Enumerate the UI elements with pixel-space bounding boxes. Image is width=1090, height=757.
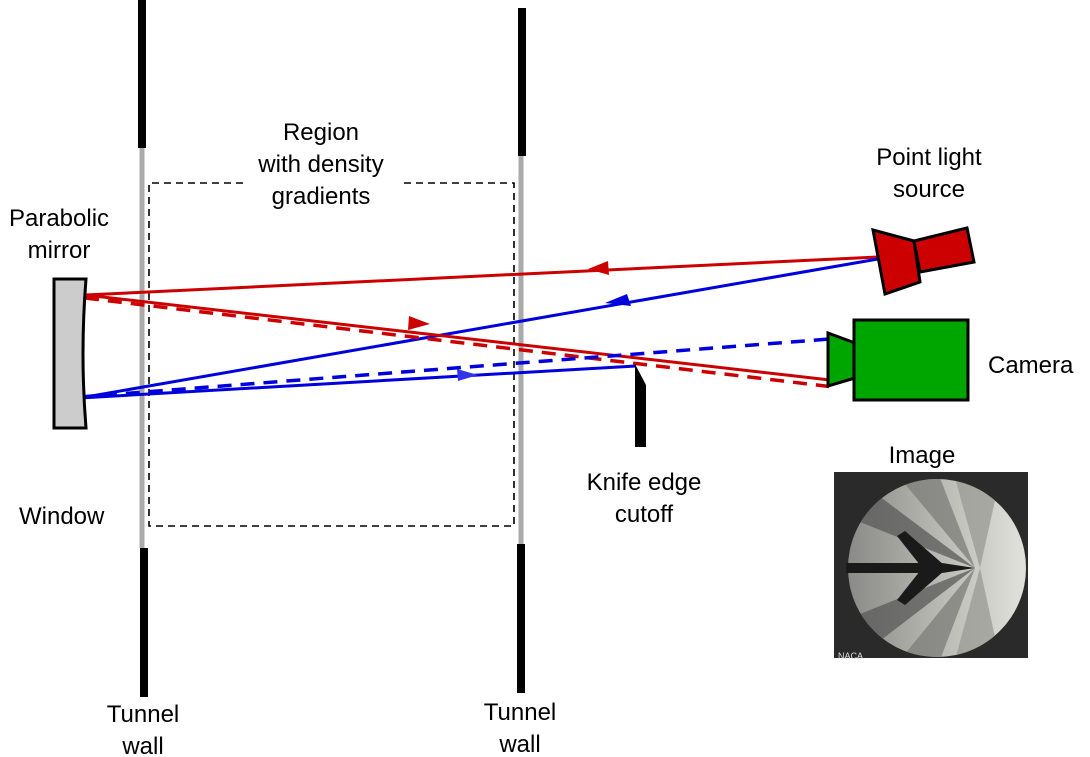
image-stamp: NACA [838,651,863,661]
light-rays [79,255,879,400]
region-label-line3: gradients [272,183,371,210]
left-wall-label-line2: wall [121,733,163,757]
knife-edge [635,364,646,447]
camera-label: Camera [988,352,1074,379]
right-wall-label-line1: Tunnel [484,699,557,726]
image-label: Image [889,442,956,469]
blue-deflected-ray [79,337,831,399]
mirror-label-line1: Parabolic [9,205,109,232]
model-wing-upper [897,531,944,565]
point-light-source [871,226,976,296]
red-incident-ray [84,255,879,297]
knife-edge-label-line2: cutoff [615,501,674,528]
blue-incident-ray [79,257,879,400]
camera-body [852,318,970,402]
density-gradient-region [148,182,515,527]
blue-reflected-arrow [457,369,478,381]
blue-incident-arrow [605,294,631,306]
blue-reflected-ray [79,364,637,400]
light-source-body [912,226,976,274]
mirror-label-line2: mirror [28,237,91,264]
red-reflected-arrow [408,316,430,330]
model-fuselage [846,563,975,573]
right-wall-label-line2: wall [498,731,540,757]
red-deflected-ray [84,296,830,389]
window-label: Window [19,503,105,530]
model-wing-lower [897,571,944,605]
region-label-line2: with density [257,151,383,178]
light-source-label-line1: Point light [876,144,982,171]
red-incident-arrow [588,261,609,275]
light-source-lens [871,227,922,296]
red-reflected-ray [84,293,831,382]
parabolic-mirror [52,277,88,430]
region-label-line1: Region [283,119,359,146]
camera [826,318,970,402]
left-tunnel-wall [138,0,148,697]
schlieren-image: NACA [834,472,1028,661]
camera-lens [826,330,857,389]
light-source-label-line2: source [893,176,965,203]
knife-edge-label-line1: Knife edge [587,469,702,496]
left-wall-label-line1: Tunnel [107,701,180,728]
